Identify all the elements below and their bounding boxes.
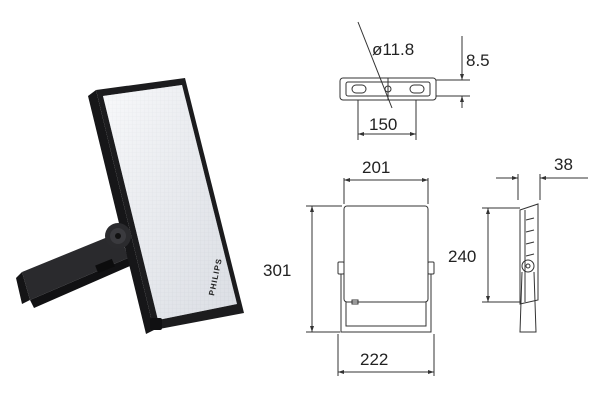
side-knob <box>521 259 535 273</box>
label-front-width: 201 <box>362 158 390 177</box>
mounting-bracket <box>16 232 130 308</box>
led-lens <box>103 85 237 320</box>
side-bracket <box>519 271 537 333</box>
label-hole-spacing: 150 <box>369 115 397 134</box>
front-bracket <box>340 274 432 333</box>
diameter-leader <box>357 21 393 109</box>
front-view <box>306 178 435 376</box>
label-overall-height: 301 <box>263 261 291 280</box>
cable-gland <box>150 318 162 330</box>
top-view <box>339 21 470 140</box>
product-photo: PHILIPS <box>16 78 244 334</box>
side-knob-center <box>525 263 531 269</box>
front-bracket-inner <box>345 302 427 327</box>
front-knob-left <box>337 261 345 275</box>
label-overall-width: 222 <box>360 350 388 369</box>
front-gland <box>351 299 359 305</box>
label-bracket-thickness: 8.5 <box>466 51 490 70</box>
label-side-height: 240 <box>448 247 476 266</box>
label-side-depth: 38 <box>554 155 573 174</box>
side-view <box>482 174 588 333</box>
label-hole-diameter: ø11.8 <box>372 40 414 59</box>
side-fins <box>525 217 535 257</box>
front-knob-right <box>427 261 435 275</box>
front-panel <box>343 205 429 303</box>
side-housing <box>519 203 539 305</box>
housing-side <box>88 90 154 334</box>
pivot-knob <box>105 223 131 249</box>
